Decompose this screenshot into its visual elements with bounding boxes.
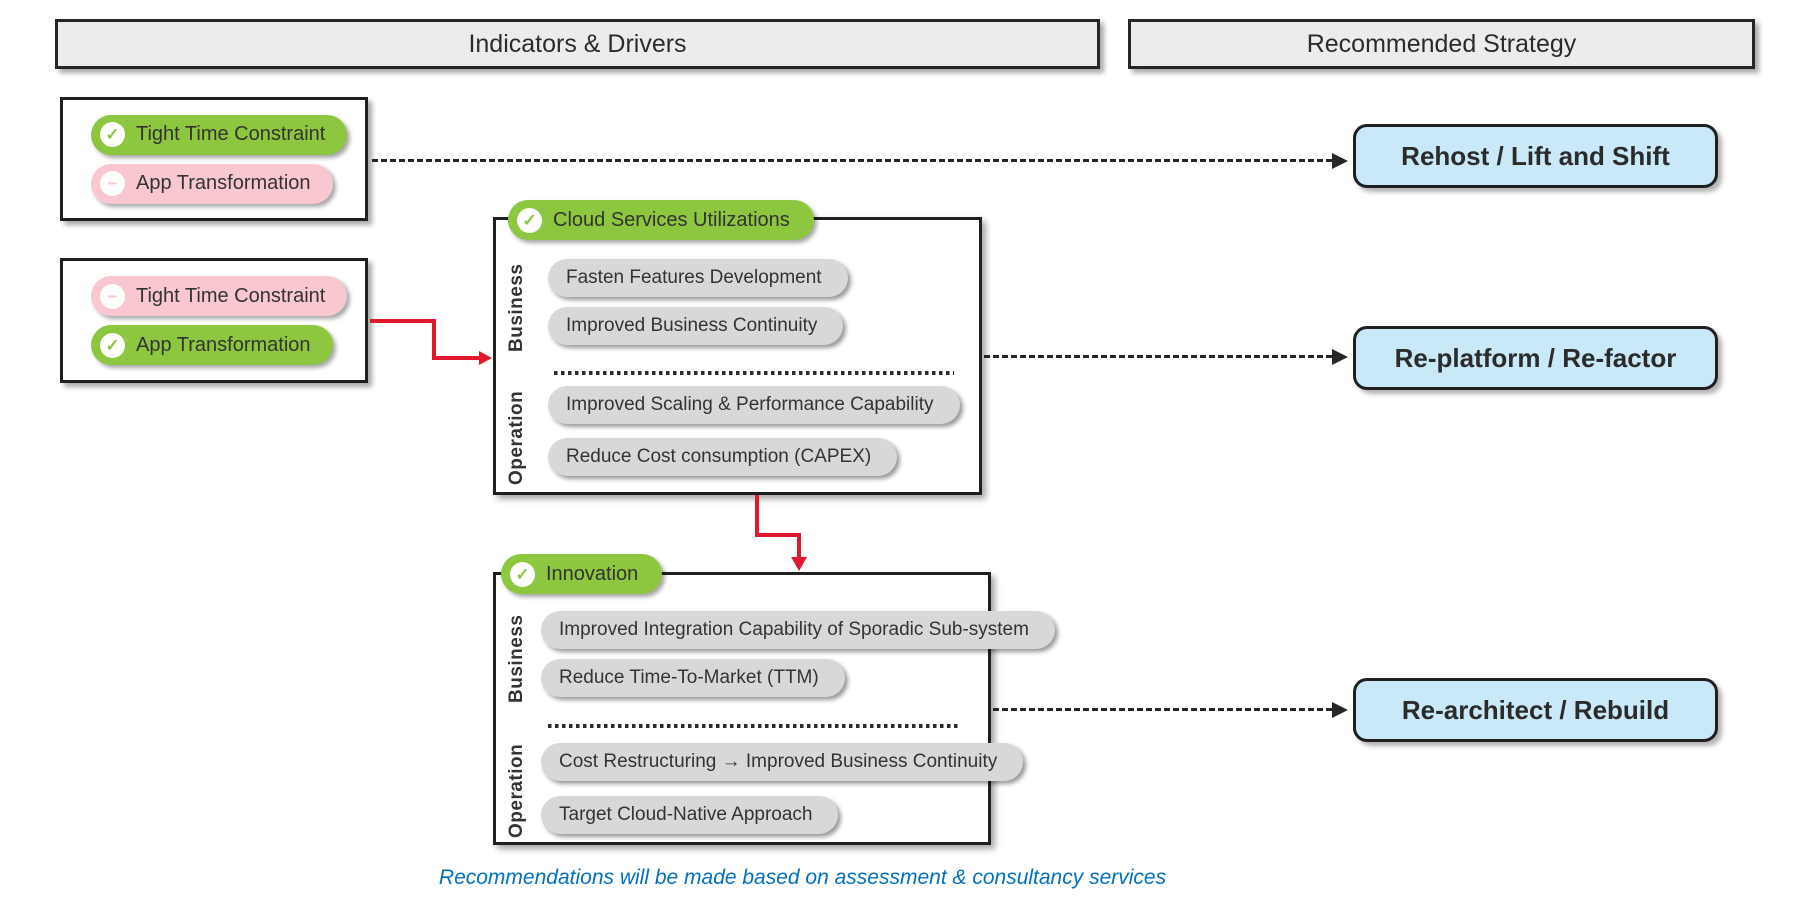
pill-label: Tight Time Constraint xyxy=(136,284,326,307)
driver-box-cloud-services: ✓ Cloud Services Utilizations Business F… xyxy=(493,200,982,495)
minus-glyph: − xyxy=(107,174,118,193)
check-icon: ✓ xyxy=(100,332,125,358)
strategy-box-replatform: Re-platform / Re-factor xyxy=(1353,326,1718,390)
header-indicators-drivers-label: Indicators & Drivers xyxy=(468,29,687,58)
driver-item: Cost Restructuring → Improved Business C… xyxy=(541,743,1024,781)
red-arrowhead-down-icon xyxy=(791,557,807,571)
red-connector-segment xyxy=(432,319,436,360)
red-arrowhead-right-icon xyxy=(479,351,492,365)
driver-box-innovation-title-pill: ✓ Innovation xyxy=(501,554,663,594)
connector-box1-to-rehost xyxy=(372,159,1332,162)
red-connector-segment xyxy=(755,495,759,537)
business-section-label: Business xyxy=(506,263,527,353)
strategy-box-rehost: Rehost / Lift and Shift xyxy=(1353,124,1718,188)
strategy-label: Re-architect / Rebuild xyxy=(1401,694,1670,725)
connector-cloud-to-replatform xyxy=(984,355,1332,358)
red-connector-segment xyxy=(370,319,436,323)
pill-label: App Transformation xyxy=(136,172,311,194)
strategy-label: Re-platform / Re-factor xyxy=(1394,342,1677,373)
red-connector-segment xyxy=(432,356,480,360)
indicator-box-1: ✓ Tight Time Constraint − App Transforma… xyxy=(60,97,368,221)
check-glyph: ✓ xyxy=(105,335,120,355)
pill-label: App Transformation xyxy=(136,333,311,356)
footnote-text: Recommendations will be made based on as… xyxy=(438,866,1167,889)
check-glyph: ✓ xyxy=(515,564,530,584)
business-operation-divider xyxy=(554,371,954,375)
driver-item: Improved Business Continuity xyxy=(548,307,844,345)
driver-box-title: Cloud Services Utilizations xyxy=(553,208,790,231)
indicator-box-2: − Tight Time Constraint ✓ App Transforma… xyxy=(60,258,368,383)
pill-app-transformation-no: − App Transformation xyxy=(91,163,333,204)
check-glyph: ✓ xyxy=(522,210,537,230)
pill-app-transformation-yes: ✓ App Transformation xyxy=(91,325,333,365)
check-icon: ✓ xyxy=(517,207,542,233)
check-icon: ✓ xyxy=(510,561,535,587)
operation-section-label: Operation xyxy=(506,743,527,839)
business-section-label: Business xyxy=(506,614,527,704)
operation-section-label: Operation xyxy=(506,390,527,486)
check-glyph: ✓ xyxy=(105,125,120,144)
minus-glyph: − xyxy=(107,286,118,306)
connector-innovation-to-rearchitect xyxy=(993,708,1332,711)
driver-item: Reduce Cost consumption (CAPEX) xyxy=(548,438,898,476)
driver-item: Fasten Features Development xyxy=(548,259,848,297)
minus-icon: − xyxy=(100,171,125,196)
red-connector-segment xyxy=(797,533,801,559)
header-recommended-strategy-label: Recommended Strategy xyxy=(1306,29,1577,58)
header-indicators-drivers: Indicators & Drivers xyxy=(55,19,1100,69)
driver-item: Improved Integration Capability of Spora… xyxy=(541,611,1055,649)
driver-item: Improved Scaling & Performance Capabilit… xyxy=(548,386,960,424)
arrowhead-right-icon xyxy=(1332,349,1348,365)
driver-box-title: Innovation xyxy=(546,562,639,585)
pill-tight-time-constraint-no: − Tight Time Constraint xyxy=(91,276,348,316)
driver-box-innovation: ✓ Innovation Business Improved Integrati… xyxy=(493,554,1055,845)
driver-item: Target Cloud-Native Approach xyxy=(541,796,839,834)
pill-tight-time-constraint-yes: ✓ Tight Time Constraint xyxy=(91,114,348,155)
strategy-label: Rehost / Lift and Shift xyxy=(1401,140,1670,171)
strategy-box-rearchitect: Re-architect / Rebuild xyxy=(1353,678,1718,742)
red-connector-segment xyxy=(755,533,801,537)
driver-box-cloud-title-pill: ✓ Cloud Services Utilizations xyxy=(508,200,814,240)
header-recommended-strategy: Recommended Strategy xyxy=(1128,19,1755,69)
business-operation-divider xyxy=(548,724,958,728)
arrowhead-right-icon xyxy=(1332,153,1348,169)
driver-item: Reduce Time-To-Market (TTM) xyxy=(541,659,845,697)
arrowhead-right-icon xyxy=(1332,702,1348,718)
check-icon: ✓ xyxy=(100,122,125,147)
minus-icon: − xyxy=(100,283,125,309)
pill-label: Tight Time Constraint xyxy=(136,123,326,145)
